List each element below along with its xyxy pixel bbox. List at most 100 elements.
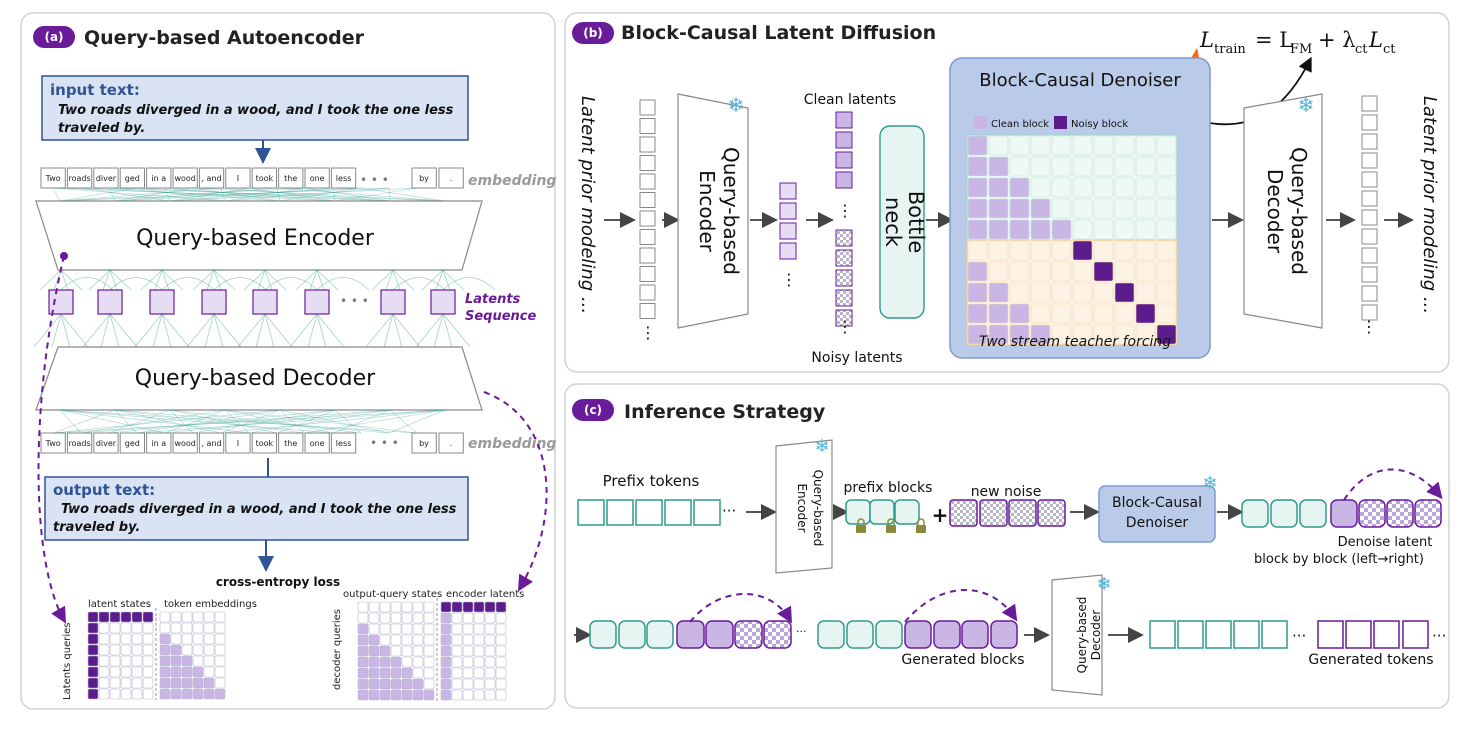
mask-cell [401, 667, 413, 679]
attention-line [114, 409, 138, 434]
panel-c-encoder [775, 439, 833, 574]
mask-cell [98, 677, 110, 689]
attention-line [39, 269, 62, 291]
attention-mask-cell [1072, 198, 1093, 219]
attention-line [276, 187, 281, 202]
attention-mask-cell [1156, 240, 1177, 261]
mask-cell [451, 656, 463, 668]
panel-c-decoder [1051, 574, 1103, 696]
attention-mask-cell [1135, 198, 1156, 219]
lock-icon-shackle [887, 518, 895, 525]
output-token-cell [1361, 247, 1378, 264]
attention-line [442, 269, 465, 291]
attention-line [264, 269, 273, 291]
mask-cell [451, 645, 463, 657]
input-token-column [639, 99, 656, 319]
attention-line [80, 187, 336, 202]
mask-cell [142, 666, 154, 678]
mask-cell [473, 667, 485, 679]
mask-cell [357, 623, 369, 635]
mask-cell [473, 656, 485, 668]
attention-mask-cell [1114, 219, 1135, 240]
attention-line [415, 313, 444, 348]
attention-mask-cell [1009, 261, 1030, 282]
panel-a-title: Query-based Autoencoder [84, 27, 365, 49]
noisy-latent-cell [835, 229, 853, 247]
latent-arc [213, 277, 267, 291]
attention-line [316, 313, 345, 348]
attention-line [332, 187, 336, 202]
mask-cell [170, 666, 182, 678]
attention-line [442, 313, 471, 348]
bottom-token-text: . [450, 439, 453, 448]
generated-block [990, 620, 1018, 649]
bottom-token-box [330, 432, 357, 454]
mask-cell [120, 655, 132, 667]
mask-cell [368, 634, 380, 646]
mask-cell [473, 612, 485, 624]
attention-line [52, 187, 391, 202]
attention-line [108, 409, 171, 434]
attention-mask-cell [1156, 156, 1177, 177]
attention-mask-cell [988, 177, 1009, 198]
attention-line [59, 409, 82, 434]
mask-cell [401, 678, 413, 690]
mask-cell [379, 601, 391, 613]
lock-icon-shackle [857, 518, 865, 525]
mask-cell [495, 645, 507, 657]
mask-cell [440, 667, 452, 679]
attention-mask-cell [988, 261, 1009, 282]
mask-cell [357, 678, 369, 690]
mask-cell [390, 656, 402, 668]
attention-line [169, 409, 362, 434]
latent-arc [316, 277, 370, 291]
mask-cell [98, 688, 110, 700]
panel-c-denoiser [1098, 485, 1216, 543]
attention-line [164, 187, 171, 202]
latent-arc [392, 277, 446, 291]
mask-cell [131, 633, 143, 645]
input-token-cell [639, 303, 656, 319]
input-text-box [41, 75, 469, 141]
prefix-token-box [577, 499, 605, 526]
top-token-box [146, 167, 172, 189]
attention-mask-cell [1135, 240, 1156, 261]
mask-cell [159, 644, 171, 656]
mask-cell [462, 656, 474, 668]
mask-cell [203, 622, 215, 634]
mask-cell [495, 623, 507, 635]
top-token-box [172, 167, 198, 189]
attention-line [114, 409, 306, 434]
attention-mask-cell [967, 324, 988, 345]
attention-line [224, 187, 390, 202]
mask-cell [440, 689, 452, 701]
mask-cell [214, 666, 226, 678]
latent-connections [33, 269, 496, 348]
attention-line [213, 313, 242, 348]
loss-label: cross-entropy loss [216, 575, 340, 589]
bottom-token-text: wood [174, 439, 195, 448]
mask2-label-b: encoder latents [446, 589, 524, 600]
mask-cell [368, 623, 380, 635]
attention-mask-cell [1009, 198, 1030, 219]
output-token-box [1261, 620, 1288, 649]
pending-block [1386, 499, 1414, 528]
col2-dots: ⋮ [781, 270, 797, 289]
prefix-token-box [606, 499, 634, 526]
attention-line [59, 409, 418, 434]
latent-cell [779, 182, 797, 200]
top-token-box [66, 167, 93, 189]
mask-cell [440, 634, 452, 646]
generated-token-box [1402, 620, 1429, 649]
mask-cell [181, 633, 193, 645]
generated-token-box [1317, 620, 1344, 649]
attention-mask-cell [967, 198, 988, 219]
mask-cell [203, 611, 215, 623]
attention-mask-cell [1114, 261, 1135, 282]
mask-cell [401, 656, 413, 668]
attention-line [224, 409, 418, 434]
mask-cell [203, 666, 215, 678]
mask-cell [120, 666, 132, 678]
attention-line [88, 269, 111, 291]
